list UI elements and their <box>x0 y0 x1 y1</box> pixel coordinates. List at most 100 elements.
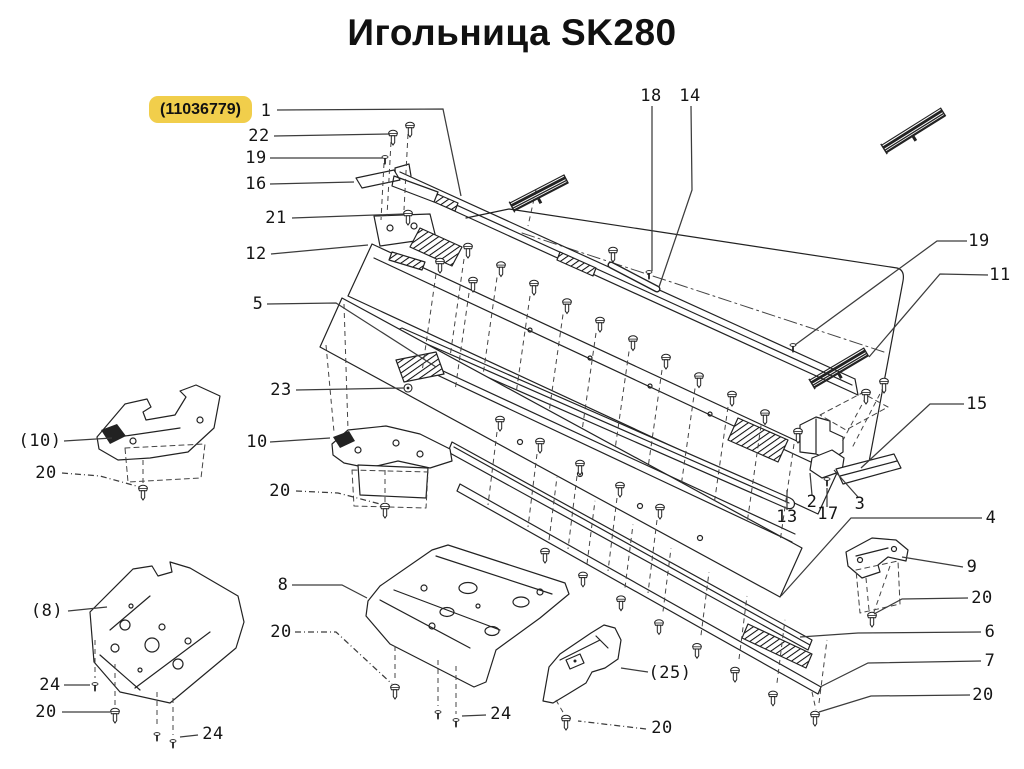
callout-label: 2 <box>807 492 818 512</box>
callout-label: 8 <box>278 575 289 595</box>
screw-icon <box>562 298 572 314</box>
callout-label: 11 <box>989 265 1010 285</box>
screw-icon <box>654 619 664 635</box>
screw-icon <box>727 390 737 407</box>
plate-8 <box>365 544 570 688</box>
leader-line <box>658 105 693 288</box>
alignment-dash-line <box>555 699 565 715</box>
alignment-dash-line <box>776 619 786 683</box>
rack-teeth-6 <box>741 623 813 669</box>
bracket-9 <box>845 537 909 614</box>
callout-label: 20 <box>270 622 291 642</box>
bolt-position-outline <box>819 392 889 431</box>
callout-label: 3 <box>855 494 866 514</box>
wire-bundle-11 <box>808 347 870 390</box>
bracket-25 <box>542 624 622 704</box>
leader-line <box>833 469 859 498</box>
leader-line <box>873 597 969 615</box>
alignment-dash-line <box>607 497 618 572</box>
screw-icon <box>661 353 671 370</box>
callout-label: 20 <box>35 463 56 483</box>
leader-line <box>276 108 462 197</box>
bar-15 <box>835 453 902 485</box>
screw-icon <box>694 372 704 388</box>
callout-label: 20 <box>269 481 290 501</box>
leader-line <box>780 517 982 597</box>
leader-line <box>620 667 649 673</box>
screw-icon <box>628 335 638 351</box>
screw-icon <box>616 595 626 612</box>
screw-icon <box>608 246 618 263</box>
rail-7 <box>456 483 822 695</box>
spring-pad-5 <box>395 351 445 383</box>
alignment-dash-line <box>738 595 748 660</box>
callout-label: 20 <box>35 702 56 722</box>
alignment-dash-line <box>482 277 498 376</box>
callout-label: 22 <box>248 126 269 146</box>
screw-icon <box>138 484 148 501</box>
leader-line <box>61 472 141 488</box>
needle-plate <box>347 227 843 515</box>
leader-line <box>577 720 647 730</box>
callout-label: 21 <box>265 208 286 228</box>
callout-label: 24 <box>490 704 511 724</box>
pin-screw-icon <box>169 739 177 750</box>
alignment-dash-line <box>581 332 597 432</box>
alignment-dash-line <box>586 500 596 564</box>
alignment-dash-line <box>515 295 531 395</box>
pin-screw-icon <box>434 710 442 721</box>
alignment-dash-line <box>548 314 564 413</box>
alignment-dash-line <box>811 691 817 711</box>
leader-line <box>809 472 813 496</box>
leader-line <box>295 490 381 505</box>
callout-label: 18 <box>640 86 661 106</box>
highlighted-part-number-badge: (11036779) <box>149 96 252 123</box>
callout-labels: 12219162112523(10)201020(8)24202482024(2… <box>19 86 1011 744</box>
screw-icon <box>730 666 740 683</box>
leader-line <box>868 273 989 358</box>
leader-line <box>901 556 964 568</box>
callout-label: 1 <box>261 101 272 121</box>
needle-teeth-right <box>727 417 789 463</box>
alignment-dash-line <box>851 385 885 449</box>
rail-spring-section-2 <box>556 251 597 277</box>
alignment-dash-line <box>343 303 349 431</box>
pin-screw-icon <box>91 682 99 693</box>
plate-8-left <box>89 561 245 704</box>
callout-label: 15 <box>966 394 987 414</box>
alignment-dash-line <box>487 431 498 506</box>
alignment-dash-line <box>449 258 465 358</box>
callout-label: 20 <box>972 685 993 705</box>
leader-line <box>291 213 405 219</box>
leader-line <box>295 631 393 685</box>
needle-teeth-strip <box>388 251 426 271</box>
page-title: Игольница SK280 <box>347 12 677 53</box>
callout-label: 17 <box>817 504 838 524</box>
screw-icon <box>879 377 889 394</box>
leader-line <box>179 734 199 738</box>
screw-icon <box>578 571 588 588</box>
screw-icon <box>405 121 415 138</box>
alignment-dash-line <box>746 425 762 524</box>
alignment-dash-line <box>567 475 578 550</box>
callout-label: (25) <box>649 663 692 683</box>
leader-line <box>273 133 391 137</box>
callout-label: 16 <box>245 174 266 194</box>
callout-label: 9 <box>967 557 978 577</box>
leader-line <box>269 181 355 185</box>
callout-label: 10 <box>246 432 267 452</box>
alignment-dash-line <box>454 292 470 392</box>
screw-icon <box>595 316 605 333</box>
pin-screw-icon <box>452 718 460 729</box>
screw-icon <box>561 714 571 731</box>
alignment-dash-line <box>624 524 634 588</box>
screw-icon <box>110 707 120 724</box>
alignment-dash-line <box>527 453 538 528</box>
joint-bar-14 <box>607 261 661 293</box>
screw-icon <box>390 683 400 700</box>
alignment-dash-line <box>700 572 710 636</box>
callout-label: (8) <box>31 601 63 621</box>
alignment-dash-line <box>865 577 870 611</box>
alignment-dash-line <box>662 548 672 612</box>
alignment-dash-line <box>818 639 828 704</box>
